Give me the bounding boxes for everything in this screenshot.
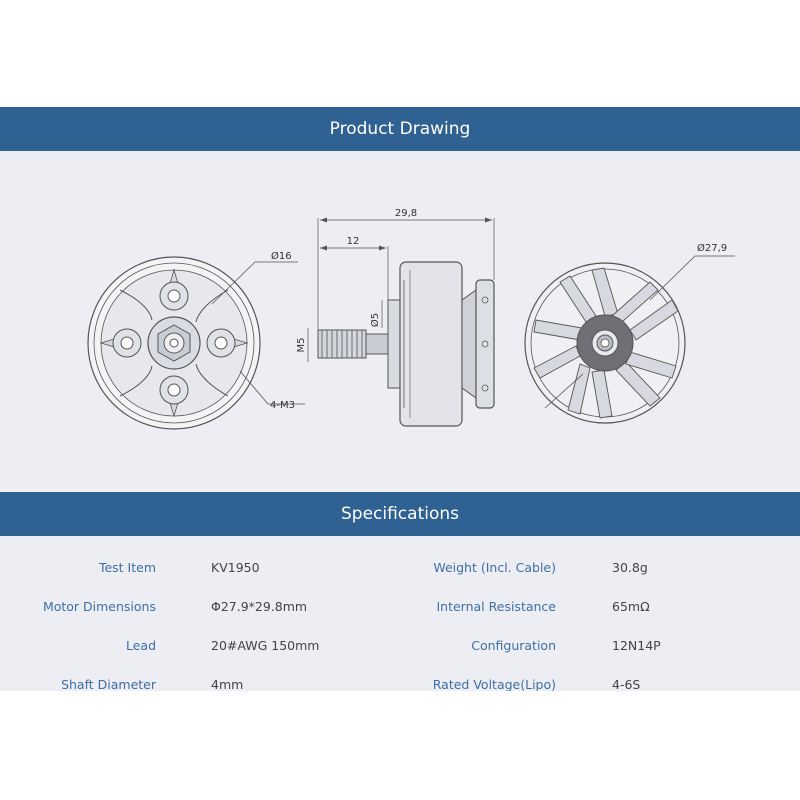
specifications-panel: Test Item KV1950 Weight (Incl. Cable) 30… xyxy=(0,536,800,691)
side-view xyxy=(307,217,495,427)
spec-label: Test Item xyxy=(98,560,156,575)
specifications-title: Specifications xyxy=(340,504,459,524)
front-view xyxy=(87,256,305,430)
specifications-header: Specifications xyxy=(0,492,800,536)
spec-value: 20#AWG 150mm xyxy=(211,638,320,653)
spec-row: Test Item KV1950 Weight (Incl. Cable) 30… xyxy=(0,560,800,580)
spec-row: Motor Dimensions Φ27.9*29.8mm Internal R… xyxy=(0,599,800,619)
product-drawing-header: Product Drawing xyxy=(0,107,800,151)
spec-value: 4mm xyxy=(211,677,244,691)
spec-label: Rated Voltage(Lipo) xyxy=(432,677,556,691)
rear-view xyxy=(524,255,735,424)
thread-label: M5 xyxy=(296,338,307,353)
spec-row: Lead 20#AWG 150mm Configuration 12N14P xyxy=(0,638,800,658)
spec-label: Weight (Incl. Cable) xyxy=(433,560,556,575)
spec-row: Shaft Diameter 4mm Rated Voltage(Lipo) 4… xyxy=(0,677,800,691)
mount-holes-label: 4-M3 xyxy=(270,400,295,411)
overall-length-label: 29,8 xyxy=(395,208,417,219)
product-drawing-title: Product Drawing xyxy=(329,119,471,139)
rear-diameter-label: Ø27,9 xyxy=(697,242,727,254)
spec-value: 65mΩ xyxy=(612,599,650,614)
spec-label: Shaft Diameter xyxy=(61,677,156,691)
shaft-length-label: 12 xyxy=(347,236,360,247)
spec-value: 4-6S xyxy=(612,677,641,691)
spec-label: Configuration xyxy=(471,638,556,653)
spec-value: 12N14P xyxy=(612,638,661,653)
spec-label: Lead xyxy=(125,638,156,653)
drawing-panel: Ø16 4-M3 xyxy=(0,151,800,492)
spec-value: Φ27.9*29.8mm xyxy=(211,599,308,614)
shaft-diameter-label: Ø5 xyxy=(369,313,381,327)
front-diameter-label: Ø16 xyxy=(271,250,292,262)
spec-label: Internal Resistance xyxy=(436,599,556,614)
spec-label: Motor Dimensions xyxy=(42,599,156,614)
motor-drawing: Ø16 4-M3 xyxy=(87,208,735,430)
spec-value: 30.8g xyxy=(612,560,648,575)
spec-value: KV1950 xyxy=(211,560,260,575)
